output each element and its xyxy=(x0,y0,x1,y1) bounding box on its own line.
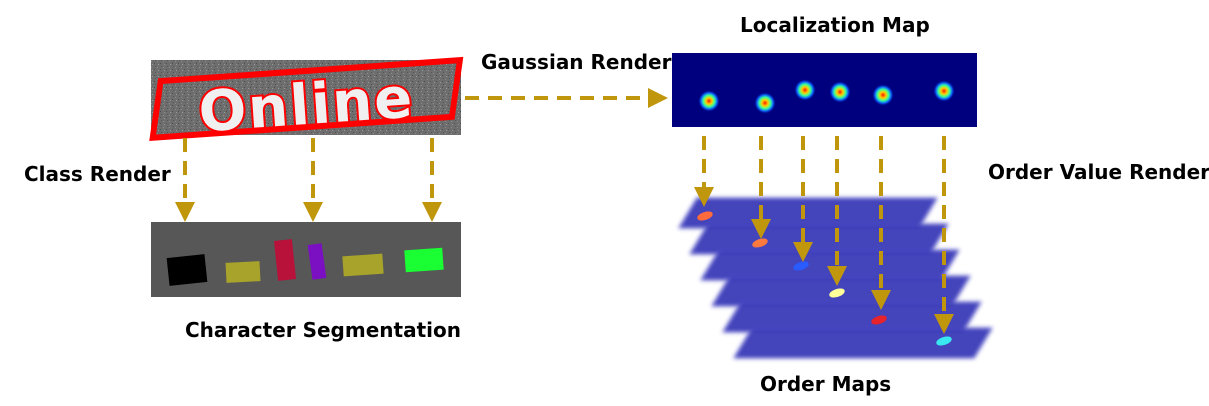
character-segmentation-panel xyxy=(151,222,461,297)
text-bounding-outline xyxy=(149,56,464,142)
gaussian-spot xyxy=(933,80,955,102)
gaussian-spot xyxy=(872,84,894,106)
heatmap-background xyxy=(672,53,977,127)
arrows xyxy=(175,88,954,334)
gaussian-spot xyxy=(794,79,816,101)
order-dot xyxy=(793,261,809,271)
segmentation-block xyxy=(273,239,297,281)
gaussian-spot xyxy=(829,81,851,103)
order-dot xyxy=(752,238,768,248)
segmentation-block xyxy=(404,247,444,273)
gaussian-render-label: Gaussian Render xyxy=(481,50,672,74)
order-maps-label: Order Maps xyxy=(760,372,892,396)
order-dot xyxy=(871,315,887,325)
class-render-label: Class Render xyxy=(24,162,171,186)
gaussian-spot xyxy=(754,92,776,114)
order-map-plane xyxy=(733,327,993,359)
segmentation-block xyxy=(307,243,327,280)
gaussian-spot xyxy=(698,90,720,112)
localization-map-panel xyxy=(672,53,977,127)
order-dot xyxy=(697,211,713,221)
localization-map-label: Localization Map xyxy=(740,13,930,37)
gaussian-spots xyxy=(698,79,955,114)
segmentation-block xyxy=(225,261,261,283)
segmentation-block xyxy=(342,253,384,277)
order-value-render-label: Order Value Render xyxy=(988,160,1209,184)
character-segmentation-label: Character Segmentation xyxy=(185,318,461,342)
input-text-image: Online xyxy=(149,56,464,147)
segmentation-block xyxy=(166,254,208,286)
segmentation-blocks xyxy=(166,239,444,286)
order-dot xyxy=(829,288,845,298)
order-dot xyxy=(936,336,952,346)
